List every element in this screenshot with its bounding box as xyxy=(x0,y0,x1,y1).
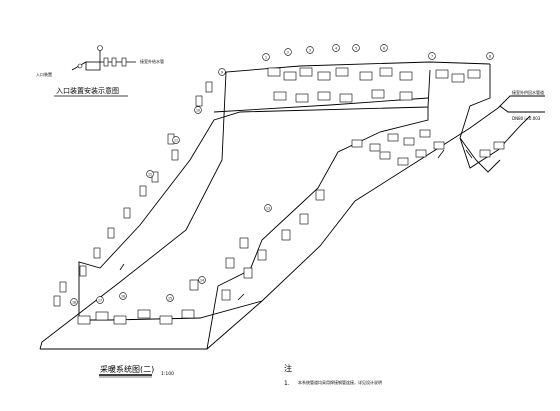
riser-marker xyxy=(146,170,154,178)
riser-marker xyxy=(70,298,78,306)
riser-marker xyxy=(198,276,206,284)
riser-marker xyxy=(332,44,340,52)
note-text: 本系统管道均采用焊接钢管连接，详见设计说明 xyxy=(298,379,382,385)
riser-marker-label: 9 xyxy=(221,70,223,74)
riser-marker-label: 18 xyxy=(72,300,76,304)
notes: 注 1. 本系统管道均采用焊接钢管连接，详见设计说明 xyxy=(284,363,382,387)
pipe-network: 接室外供回水管道 DN80 i=0.003 xyxy=(39,61,545,350)
riser-marker xyxy=(262,53,270,61)
riser-marker xyxy=(166,294,174,302)
riser-marker-label: 17 xyxy=(98,298,102,302)
inset-tag-right: 接室外给水管 xyxy=(140,58,164,64)
riser-marker-label: 3 xyxy=(309,48,311,52)
riser-marker-label: 1 xyxy=(265,55,267,59)
valves xyxy=(119,149,473,301)
riser-marker xyxy=(172,136,180,144)
riser-marker xyxy=(264,204,272,212)
riser-marker-label: 4 xyxy=(335,46,337,50)
inset-title: 入口装置安装示意图 xyxy=(56,86,119,95)
riser-marker-label: 10 xyxy=(196,108,200,112)
inlet-inset: 接室外给水管 入口装置 入口装置安装示意图 xyxy=(36,45,164,97)
riser-marker xyxy=(96,296,104,304)
riser-marker xyxy=(380,44,388,52)
riser-marker xyxy=(194,106,202,114)
notes-heading: 注 xyxy=(284,363,292,373)
riser-marker xyxy=(284,48,292,56)
riser-marker xyxy=(218,68,226,76)
inset-tag-left: 入口装置 xyxy=(36,71,52,77)
riser-marker-label: 16 xyxy=(121,294,125,298)
riser-marker-label: 15 xyxy=(168,296,172,300)
riser-marker xyxy=(428,52,436,60)
riser-marker-label: 7 xyxy=(431,54,433,58)
riser-marker-label: 14 xyxy=(200,278,204,282)
drawing-title: 采暖系统图(二) 1:100 xyxy=(99,364,174,378)
riser-marker-label: 12 xyxy=(148,172,152,176)
radiators xyxy=(53,67,505,325)
riser-marker xyxy=(486,52,494,60)
supply-sublabel: DN80 i=0.003 xyxy=(512,116,541,121)
riser-marker-label: 2 xyxy=(287,50,289,54)
riser-marker xyxy=(306,46,314,54)
riser-marker-label: 5 xyxy=(355,46,357,50)
main-title: 采暖系统图(二) xyxy=(100,364,154,374)
riser-marker-label: 13 xyxy=(266,206,270,210)
riser-marker xyxy=(352,44,360,52)
main-scale: 1:100 xyxy=(161,371,174,377)
riser-marker-label: 6 xyxy=(383,46,385,50)
riser-marker-label: 8 xyxy=(489,54,491,58)
supply-label: 接室外供回水管道 xyxy=(512,89,544,95)
riser-marker-label: 11 xyxy=(174,138,178,142)
riser-marker xyxy=(119,292,127,300)
note-number: 1. xyxy=(284,380,290,387)
